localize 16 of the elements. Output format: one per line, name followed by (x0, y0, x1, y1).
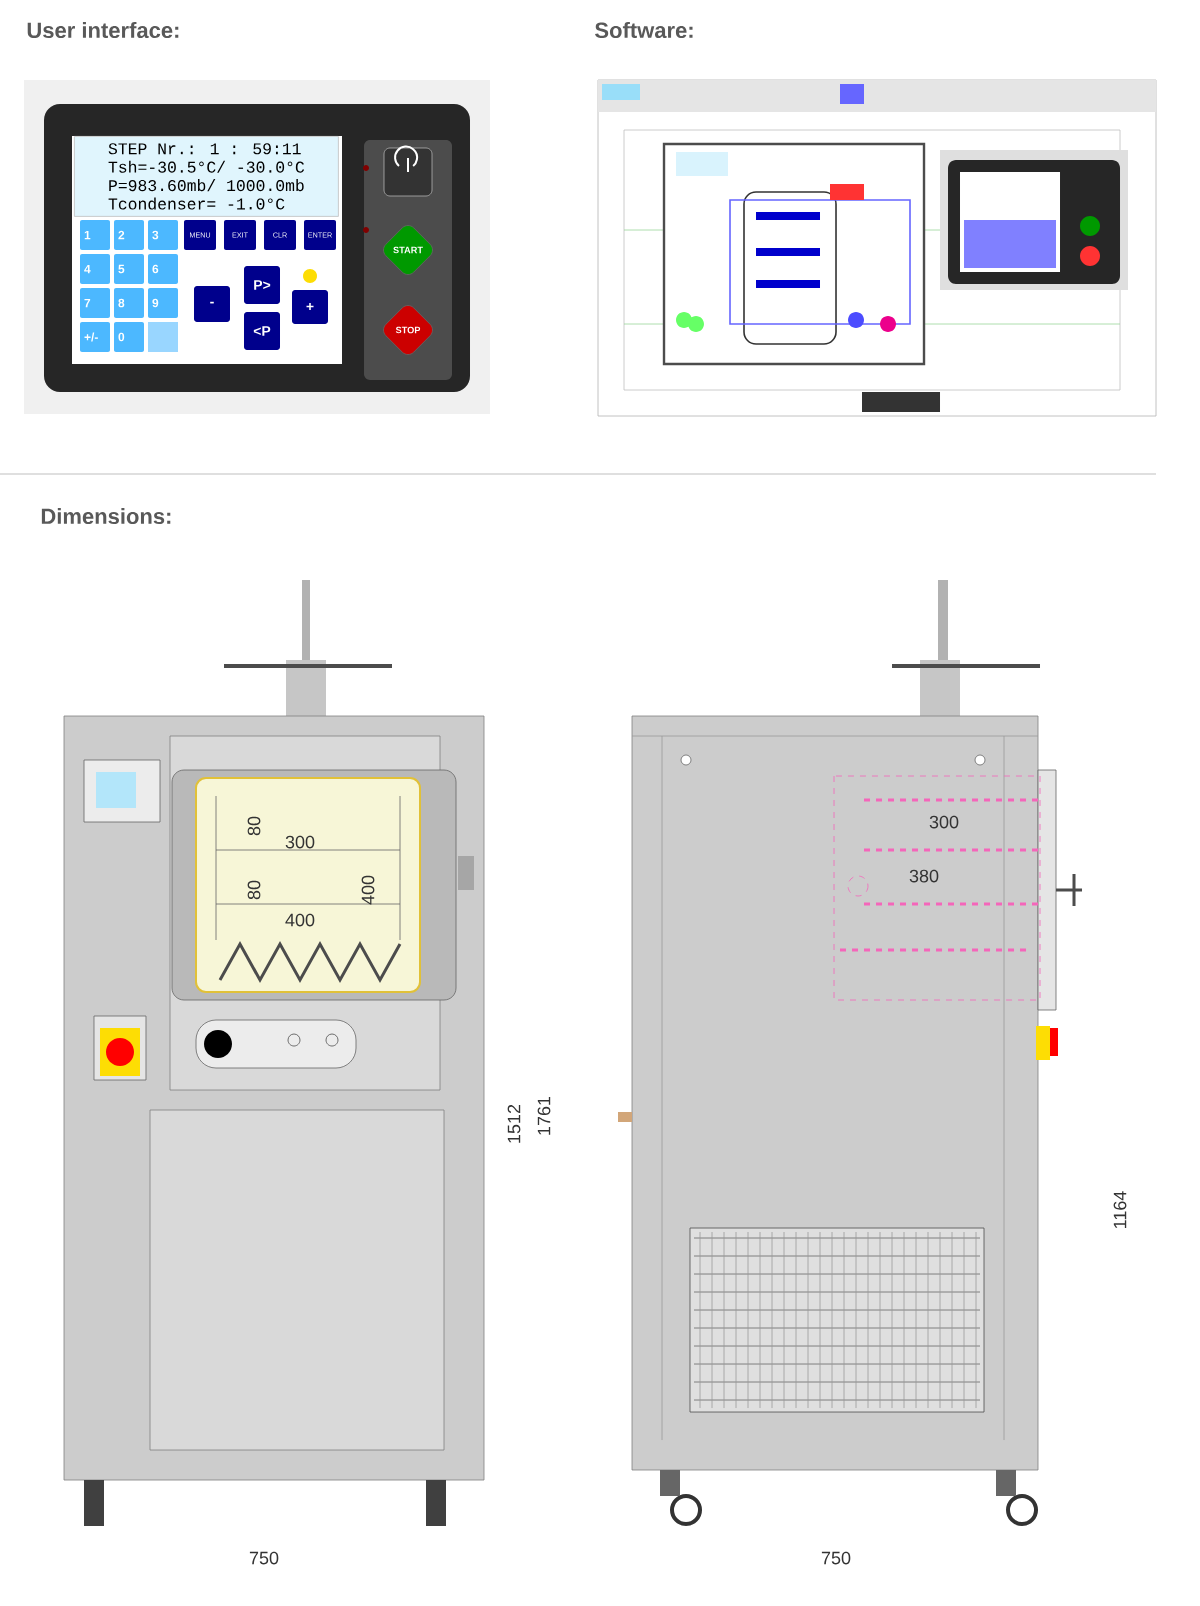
dimension-label: 300 (285, 835, 315, 849)
dimension-label: 80 (247, 880, 261, 900)
dimension-label: 1761 (537, 1096, 551, 1135)
section-heading: Software: (595, 21, 693, 39)
dimension-label: 1512 (507, 1104, 521, 1143)
dimension-label: 400 (285, 913, 315, 927)
dimension-label: 300 (929, 815, 959, 829)
dimension-label: 1164 (1113, 1191, 1127, 1228)
dimension-label: 750 (821, 1551, 851, 1565)
section-heading: Dimensions: (41, 507, 171, 525)
display-screen: STEP Nr.: 1 : 59:11 Tsh=-30.5°C/ -30.0°C P=983.60mb/ 1000.0mb Tcondenser= -1.0°C (74, 136, 339, 217)
dimension-label: 380 (909, 869, 939, 883)
dimension-label: 80 (247, 816, 261, 836)
dimension-label: 750 (249, 1551, 279, 1565)
section-heading: User interface: (27, 21, 179, 39)
dimension-label: 400 (361, 875, 375, 905)
